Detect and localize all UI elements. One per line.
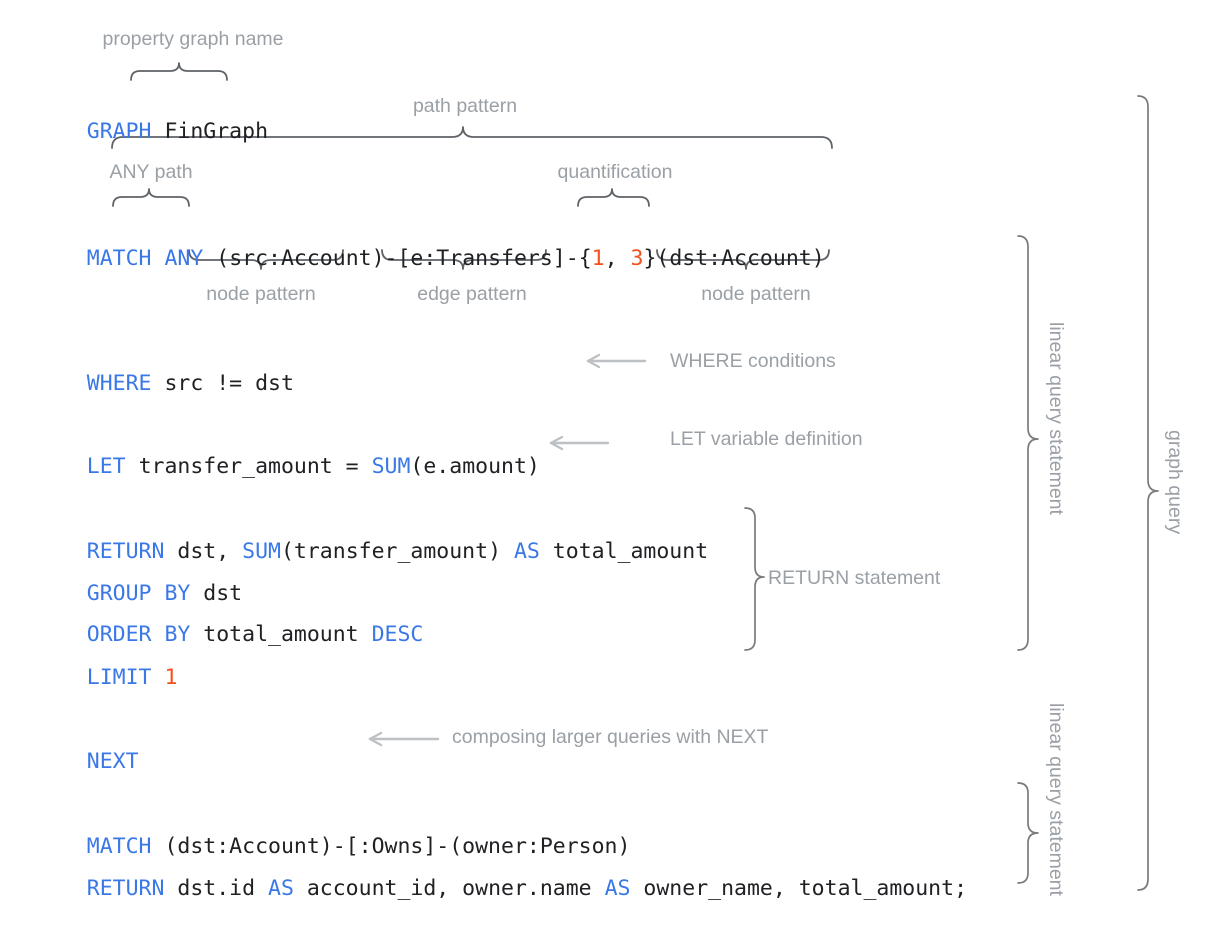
return-2-dst-id: dst.id [164,876,269,901]
label-property-graph-name: property graph name [102,28,284,50]
label-any-path: ANY path [109,161,193,183]
keyword-limit: LIMIT [86,665,152,690]
keyword-group-by: GROUP BY [86,581,191,606]
return-2-account-id: account_id, owner.name [293,876,605,901]
brace-return-statement [744,507,765,651]
code-line-next: NEXT [35,723,139,801]
label-node-pattern-right: node pattern [701,283,811,305]
brace-linear-query-statement-1 [1017,235,1039,651]
label-where-conditions: WHERE conditions [670,350,836,372]
label-linear-query-statement-2: linear query statement [1045,703,1067,896]
label-quantification: quantification [557,161,673,183]
keyword-as-2: AS [268,876,294,901]
keyword-return-2: RETURN [86,876,165,901]
where-expression: src != dst [151,371,294,396]
code-line-return-2: RETURN dst.id AS account_id, owner.name … [35,850,967,928]
quantifier-upper-bound: 3 [630,246,644,271]
brace-graph-query [1137,95,1159,891]
brace-property-graph-name [130,62,228,81]
space-2 [152,665,165,690]
keyword-let: LET [86,454,126,479]
keyword-desc: DESC [371,622,424,647]
code-line-where: WHERE src != dst [35,345,294,423]
quantifier-lower-bound: 1 [591,246,605,271]
keyword-return-1: RETURN [86,539,165,564]
code-line-group-by: GROUP BY dst [35,555,242,633]
group-by-key: dst [190,581,243,606]
arrow-composing-with-next [368,731,440,747]
label-return-statement: RETURN statement [768,567,941,589]
keyword-order-by: ORDER BY [86,622,191,647]
pattern-src-edge-open: (src:Account)-[e:Transfers]-{ [203,246,592,271]
keyword-match-2: MATCH [86,834,152,859]
label-graph-query: graph query [1164,430,1186,535]
match-2-pattern: (dst:Account)-[:Owns]-(owner:Person) [151,834,631,859]
return-2-owner-name: owner_name, total_amount; [630,876,968,901]
brace-quantification [577,188,650,207]
limit-value: 1 [164,665,178,690]
keyword-next: NEXT [86,749,139,774]
let-variable-name: transfer_amount = [125,454,372,479]
let-sum-argument: (e.amount) [410,454,540,479]
code-line-graph: GRAPH FinGraph [35,93,268,171]
arrow-where-conditions [586,353,647,369]
label-node-pattern-left: node pattern [206,283,316,305]
brace-any-path [112,188,190,207]
keyword-any: ANY [164,246,204,271]
arrow-let-variable-definition [549,435,610,451]
return-1-dst: dst, [164,539,243,564]
code-line-match-1: MATCH ANY (src:Account)-[e:Transfers]-{1… [35,220,825,298]
code-line-return-1: RETURN dst, SUM(transfer_amount) AS tota… [35,513,708,591]
keyword-as-3: AS [604,876,631,901]
order-by-key: total_amount [190,622,372,647]
keyword-match: MATCH [86,246,152,271]
keyword-graph: GRAPH [86,119,152,144]
function-sum-1: SUM [371,454,411,479]
code-line-match-2: MATCH (dst:Account)-[:Owns]-(owner:Perso… [35,808,631,886]
code-line-order-by: ORDER BY total_amount DESC [35,596,424,674]
label-edge-pattern: edge pattern [417,283,527,305]
label-linear-query-statement-1: linear query statement [1045,322,1067,515]
brace-linear-query-statement-2 [1017,782,1039,884]
keyword-where: WHERE [86,371,152,396]
code-line-let: LET transfer_amount = SUM(e.amount) [35,428,540,506]
return-1-sum-argument: (transfer_amount) [280,539,514,564]
pattern-dst-node: }(dst:Account) [643,246,825,271]
label-composing-with-next: composing larger queries with NEXT [452,726,769,748]
code-line-limit: LIMIT 1 [35,639,178,717]
keyword-as-1: AS [513,539,540,564]
graph-name-fingraph: FinGraph [151,119,269,144]
return-1-alias: total_amount [539,539,709,564]
quantifier-separator: , [604,246,631,271]
function-sum-2: SUM [242,539,281,564]
space-1 [152,246,165,271]
label-let-variable-definition: LET variable definition [670,428,863,450]
label-path-pattern: path pattern [412,95,518,117]
